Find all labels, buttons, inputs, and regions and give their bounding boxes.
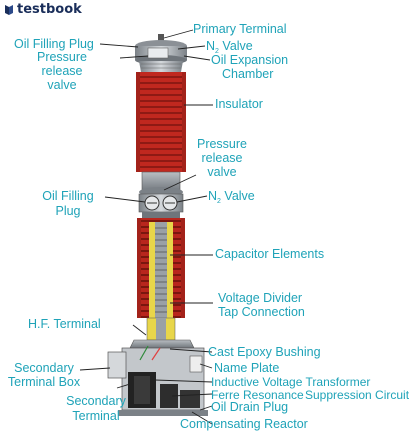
label-n2-valve-mid: N2 Valve [208, 189, 255, 205]
label-compensating-reactor: Compensating Reactor [180, 417, 308, 431]
label-suppression-circuit: Suppression Circuit [305, 388, 410, 402]
label-pressure-release-top-1: Pressure [37, 50, 87, 64]
label-secondary-box-2: Terminal Box [8, 375, 81, 389]
label-pressure-release-top-3: valve [47, 78, 76, 92]
label-pressure-release-top-2: release [42, 64, 83, 78]
secondary-terminal-box [108, 352, 126, 378]
capacitor-stack [149, 222, 173, 318]
label-pressure-release-mid-1: Pressure [197, 137, 247, 151]
top-head [135, 34, 187, 72]
label-cast-epoxy: Cast Epoxy Bushing [208, 345, 321, 359]
label-secondary-terminal-2: Terminal [72, 409, 119, 423]
label-voltage-divider-2: Tap Connection [218, 305, 305, 319]
label-secondary-box-1: Secondary [14, 361, 75, 375]
label-oil-expansion-1: Oil Expansion [211, 53, 288, 67]
middle-flange [139, 172, 183, 218]
label-primary-terminal: Primary Terminal [193, 22, 287, 36]
label-insulator: Insulator [215, 97, 263, 111]
label-hf-terminal: H.F. Terminal [28, 317, 101, 331]
label-pressure-release-mid-3: valve [207, 165, 236, 179]
expansion-bellow [139, 61, 183, 72]
label-capacitor-elements: Capacitor Elements [215, 247, 324, 261]
label-oil-filling-plug-top: Oil Filling Plug [14, 37, 94, 51]
upper-insulator [140, 72, 182, 172]
label-oil-filling-plug-mid-1: Oil Filling [42, 189, 93, 203]
labels: Primary Terminal Oil Filling Plug N2 Val… [8, 22, 410, 431]
label-oil-drain: Oil Drain Plug [211, 400, 288, 414]
label-pressure-release-mid-2: release [202, 151, 243, 165]
label-inductive-vt: Inductive Voltage Transformer [211, 375, 370, 389]
label-secondary-terminal-1: Secondary [66, 394, 127, 408]
label-oil-filling-plug-mid-2: Plug [55, 204, 80, 218]
label-oil-expansion-2: Chamber [222, 67, 273, 81]
label-voltage-divider-1: Voltage Divider [218, 291, 302, 305]
label-name-plate: Name Plate [214, 361, 279, 375]
compensating-reactor [180, 390, 200, 408]
